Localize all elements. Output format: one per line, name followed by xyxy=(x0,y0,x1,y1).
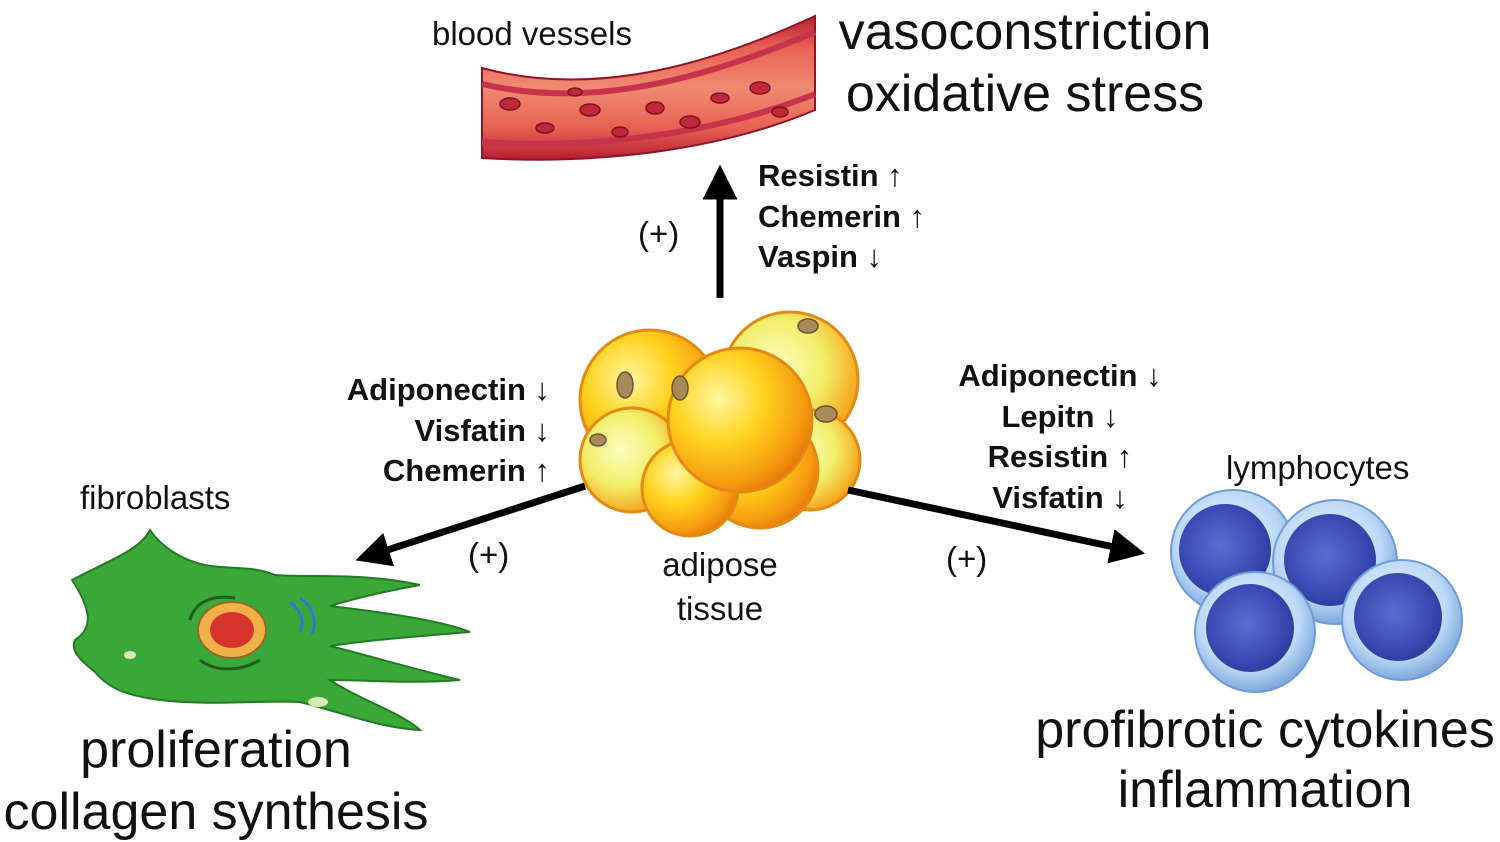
arrow-to-lymphocytes xyxy=(847,486,1146,564)
adipose-label-line2: tissue xyxy=(676,590,764,627)
fibroblast-effect-2: collagen synthesis xyxy=(3,783,429,841)
vessel-markers: Resistin ↑ Chemerin ↑ Vaspin ↓ xyxy=(758,156,925,278)
arrow-to-fibroblasts xyxy=(355,482,587,567)
adipose-label-line1: adipose xyxy=(662,546,778,583)
vessel-marker: Vaspin ↓ xyxy=(758,239,883,274)
vessel-marker: Chemerin ↑ xyxy=(758,198,926,234)
adipose-tissue-image xyxy=(578,310,862,538)
vessel-effect-2: oxidative stress xyxy=(845,65,1205,123)
vessel-marker: Resistin ↑ xyxy=(758,158,903,193)
lymphocyte-marker: Lepitn ↓ xyxy=(1001,398,1119,434)
fibroblasts-label: fibroblasts xyxy=(80,479,231,516)
blood-vessels-label: blood vessels xyxy=(432,15,632,52)
fibroblast-markers: Adiponectin ↓ Visfatin ↓ Chemerin ↑ xyxy=(300,370,550,492)
blood-vessel-image xyxy=(481,14,817,161)
fibroblast-sign: (+) xyxy=(468,536,510,573)
vessel-effect-1: vasoconstriction xyxy=(838,3,1212,61)
lymphocyte-effect-1: profibrotic cytokines xyxy=(1035,701,1495,759)
lymphocyte-marker: Resistin ↑ xyxy=(987,439,1133,474)
fibroblast-effect-1: proliferation xyxy=(80,721,352,779)
lymphocyte-sign: (+) xyxy=(946,540,988,577)
lymphocytes-image xyxy=(1170,489,1463,693)
fibroblast-marker: Visfatin ↓ xyxy=(414,412,550,448)
vessel-sign: (+) xyxy=(638,215,680,252)
fibroblast-marker: Adiponectin ↓ xyxy=(346,372,550,407)
lymphocyte-marker: Adiponectin ↓ xyxy=(958,358,1162,393)
lymphocyte-effect-2: inflammation xyxy=(1117,761,1413,819)
lymphocytes-label: lymphocytes xyxy=(1226,449,1410,486)
lymphocyte-marker: Visfatin ↓ xyxy=(992,479,1128,515)
fibroblast-image xyxy=(70,528,471,732)
fibroblast-marker: Chemerin ↑ xyxy=(382,453,550,488)
lymphocyte-markers: Adiponectin ↓ Lepitn ↓ Resistin ↑ Visfat… xyxy=(940,356,1180,518)
